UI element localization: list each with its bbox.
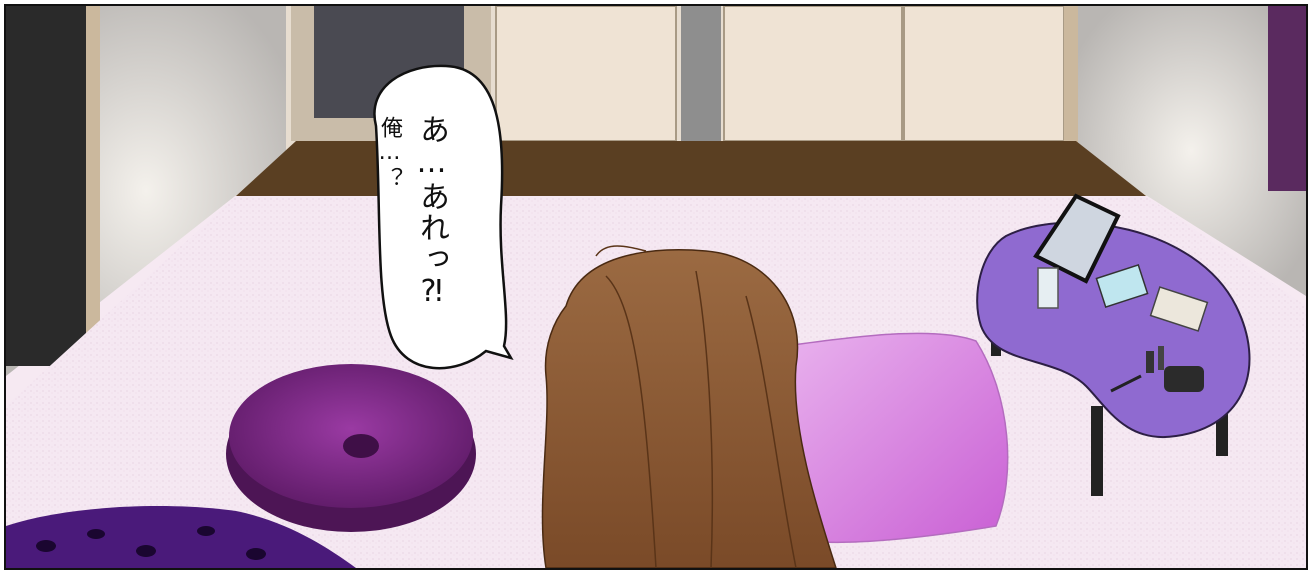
round-cushion [226,364,476,532]
comic-panel: あ…あれっ⁈ 俺…？ [4,4,1308,570]
character-hair [541,245,837,568]
leopard-blanket [6,506,356,568]
tissue-box [1095,263,1149,309]
room-illustration [6,6,1306,568]
right-frame [1064,6,1078,146]
magazine [1149,286,1209,332]
speech-bubble [373,64,514,370]
sliding-panel-2 [723,6,903,142]
speech-line-2: 俺…？ [377,116,402,191]
mirror [1033,193,1121,284]
right-wall [1076,6,1306,296]
pillar [681,6,721,141]
sliding-panel-1 [495,6,677,142]
makeup-pouch [1164,366,1204,392]
low-table [976,193,1251,496]
curtain [1268,6,1306,191]
dark-doorway [6,6,86,366]
makeup-brush [1110,374,1142,393]
glass [1037,267,1059,309]
sliding-panel-3 [903,6,1065,142]
baseboard [236,141,1146,196]
left-door-frame [86,6,100,336]
speech-line-1: あ…あれっ⁈ [414,114,449,310]
